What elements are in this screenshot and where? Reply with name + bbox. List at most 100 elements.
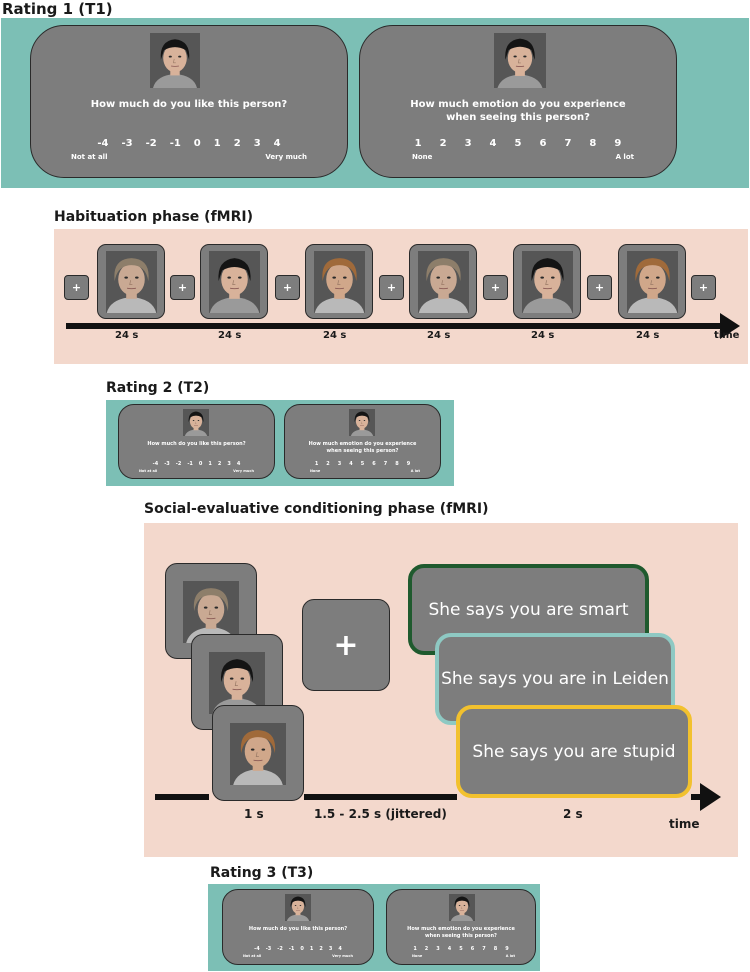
face-image-old (106, 251, 157, 313)
rating3-panel: How much do you like this person? -4-3-2… (208, 884, 540, 971)
scale-value: -4 (254, 946, 260, 952)
scale-value: 1 (413, 946, 417, 952)
scale-value: -2 (277, 946, 283, 952)
habituation-face-card (409, 244, 477, 319)
emotion-low-label: None (412, 954, 423, 958)
scale-value: 8 (589, 138, 597, 149)
scale-value: 2 (326, 461, 330, 467)
scale-value: 1 (208, 461, 212, 467)
scale-value: 6 (470, 946, 475, 952)
face-image-young (349, 409, 375, 436)
emotion-anchors: None A lot (412, 954, 515, 958)
scale-value: 0 (193, 138, 201, 149)
emotion-high-label: A lot (410, 469, 420, 473)
scale-value: 1 (414, 138, 422, 149)
face-image-old (418, 251, 469, 313)
like-question: How much do you like this person? (248, 926, 348, 932)
duration-label: 24 s (636, 330, 660, 341)
emotion-high-label: A lot (505, 954, 515, 958)
scale-value: 4 (447, 946, 452, 952)
emotion-question-line2: when seeing this person? (326, 447, 399, 454)
scale-value: 2 (319, 946, 323, 952)
fixation-cross: + (64, 275, 89, 300)
conditioning-title: Social-evaluative conditioning phase (fM… (144, 501, 489, 517)
scale-value: 9 (505, 946, 509, 952)
scale-value: 4 (236, 461, 241, 467)
duration-feedback: 2 s (563, 807, 583, 821)
scale-value: 4 (273, 138, 281, 149)
like-anchors: Not at all Very much (243, 954, 353, 958)
like-low-label: Not at all (243, 954, 262, 958)
duration-label: 24 s (427, 330, 451, 341)
duration-label: 24 s (531, 330, 555, 341)
scale-value: 3 (328, 946, 333, 952)
rating3-like-screen: How much do you like this person? -4-3-2… (222, 889, 374, 965)
emotion-anchors: None A lot (310, 469, 420, 473)
face-image-young (285, 894, 311, 921)
time-arrow-line-middle (304, 794, 457, 800)
face-image-young (209, 251, 260, 313)
scale-value: -1 (169, 138, 181, 149)
emotion-question: How much emotion do you experience when … (285, 441, 440, 454)
time-arrow-head (720, 313, 740, 339)
emotion-question: How much emotion do you experience when … (360, 98, 676, 124)
habituation-face-card (200, 244, 268, 319)
emotion-anchors: None A lot (412, 153, 634, 161)
like-anchors: Not at all Very much (139, 469, 254, 473)
time-arrow-line-right (691, 794, 703, 800)
rating2-panel: How much do you like this person? -4-3-2… (106, 400, 454, 486)
face-image-young (449, 894, 475, 921)
scale-value: 4 (349, 461, 353, 467)
scale-value: 2 (233, 138, 241, 149)
duration-label: 24 s (115, 330, 139, 341)
rating3-emotion-screen: How much emotion do you experience when … (386, 889, 536, 965)
scale-value: 9 (406, 461, 411, 467)
rating1-emotion-screen: How much emotion do you experience when … (359, 25, 677, 178)
scale-value: -3 (121, 138, 133, 149)
scale-value: 4 (338, 946, 342, 952)
face-card-middle (212, 705, 304, 801)
like-high-label: Very much (233, 469, 254, 473)
emotion-question-line2: when seeing this person? (425, 932, 497, 939)
conditioning-panel: + She says you are smart She says you ar… (144, 523, 738, 857)
like-anchors: Not at all Very much (71, 153, 307, 161)
scale-value: 5 (360, 461, 365, 467)
habituation-face-card (97, 244, 165, 319)
scale-value: 2 (439, 138, 447, 149)
scale-value: 3 (436, 946, 440, 952)
like-low-label: Not at all (71, 153, 108, 161)
face-image-young (494, 33, 546, 88)
face-image-middle (230, 723, 286, 785)
scale-value: 7 (482, 946, 486, 952)
like-question: How much do you like this person? (90, 99, 288, 110)
face-image-mid (627, 251, 678, 313)
emotion-question-line1: How much emotion do you experience (308, 441, 417, 447)
duration-label: 24 s (323, 330, 347, 341)
like-low-label: Not at all (139, 469, 158, 473)
rating2-like-screen: How much do you like this person? -4-3-2… (118, 404, 275, 479)
fixation-cross: + (483, 275, 508, 300)
scale-value: 3 (337, 461, 342, 467)
feedback-stupid: She says you are stupid (456, 705, 692, 798)
scale-value: -3 (164, 461, 170, 467)
scale-value: 1 (314, 461, 319, 467)
emotion-question: How much emotion do you experience when … (387, 926, 535, 939)
emotion-low-label: None (412, 153, 433, 161)
face-image-young (150, 33, 200, 88)
face-image-mid (314, 251, 365, 313)
scale-value: 7 (383, 461, 388, 467)
fixation-cross-card: + (302, 599, 390, 691)
emotion-high-label: A lot (615, 153, 634, 161)
duration-fixation: 1.5 - 2.5 s (jittered) (314, 807, 447, 821)
rating2-title: Rating 2 (T2) (106, 380, 210, 396)
scale-value: -4 (152, 461, 159, 467)
face-card-old (165, 563, 257, 659)
time-arrow-head (700, 783, 721, 811)
scale-value: 3 (464, 138, 472, 149)
time-arrow-line (66, 323, 722, 329)
